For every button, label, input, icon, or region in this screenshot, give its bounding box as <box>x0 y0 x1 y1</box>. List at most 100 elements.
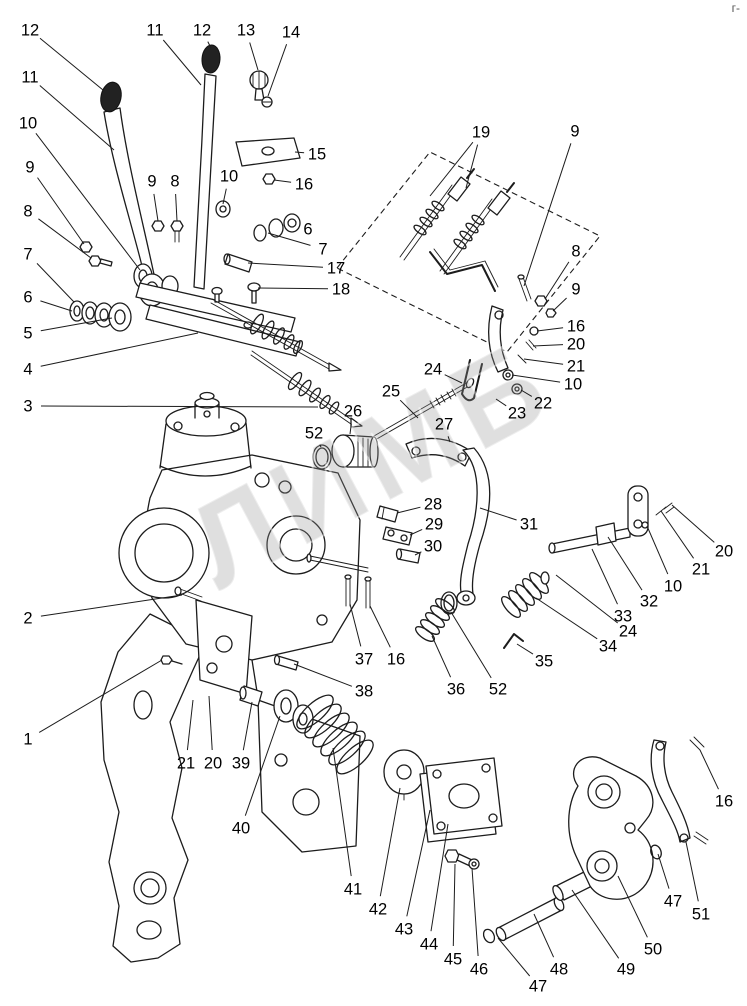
lever-knob <box>100 81 122 113</box>
small-pins <box>273 553 372 671</box>
leader-line <box>39 37 104 91</box>
nut <box>262 173 276 185</box>
callout-number: 46 <box>470 961 488 979</box>
leader-line <box>319 444 322 448</box>
leader-line <box>497 937 531 977</box>
bolt <box>160 655 173 665</box>
callout-number: 16 <box>295 176 313 194</box>
leader-line <box>293 663 353 687</box>
leader-line <box>40 405 319 408</box>
lever <box>650 739 691 843</box>
leader-line <box>249 42 259 71</box>
nut <box>79 241 93 253</box>
callout-number: 34 <box>599 638 617 656</box>
plate <box>145 304 301 357</box>
leader-line <box>465 144 479 189</box>
callout-number: 12 <box>21 22 39 40</box>
leader-line <box>450 611 492 679</box>
callout-number: 26 <box>344 403 362 421</box>
leader-line <box>379 787 401 897</box>
callout-number: 20 <box>567 336 585 354</box>
spring-pin <box>689 736 705 751</box>
callout-number: 50 <box>644 941 662 959</box>
callout-number: 43 <box>395 921 413 939</box>
callout-number: 9 <box>571 281 580 299</box>
washer <box>215 200 231 218</box>
washer <box>253 224 267 242</box>
washer <box>268 218 284 238</box>
corrector-shaft-assembly <box>548 485 675 554</box>
callout-number: 20 <box>715 543 733 561</box>
stop-plate-assembly <box>383 749 593 944</box>
leader-line <box>430 823 449 932</box>
washer <box>468 858 480 870</box>
callout-number: 5 <box>23 325 32 343</box>
callout-number: 10 <box>220 168 238 186</box>
callout-number: 51 <box>692 906 710 924</box>
pump-housing <box>100 391 361 963</box>
leader-line <box>409 528 423 536</box>
leader-line <box>242 701 253 751</box>
link-strap <box>488 305 509 373</box>
leader-line <box>349 423 352 435</box>
callout-number: 4 <box>23 361 32 379</box>
side-bracket <box>195 599 253 695</box>
leg-hole <box>133 871 167 905</box>
leader-line <box>38 218 92 259</box>
callout-number: 24 <box>424 361 442 379</box>
callout-number: 11 <box>21 69 38 87</box>
pin <box>641 521 649 529</box>
leader-line <box>495 398 507 407</box>
o-ring <box>482 928 496 944</box>
leader-line <box>162 39 202 86</box>
leader-line <box>429 141 474 197</box>
leader-line <box>207 41 212 49</box>
bracket <box>568 756 654 900</box>
callout-number: 38 <box>355 683 373 701</box>
callout-number: 31 <box>520 516 538 534</box>
screw <box>247 282 261 292</box>
control-cranks <box>405 437 491 606</box>
leader-line <box>646 525 669 575</box>
callout-number: 37 <box>355 651 373 669</box>
leader-line <box>444 374 463 384</box>
leader-line <box>607 536 643 591</box>
leader-line <box>36 263 75 303</box>
spacer <box>224 253 253 273</box>
leader-line <box>294 151 305 154</box>
leader-line <box>660 510 695 559</box>
leader-line <box>452 863 456 947</box>
detail-bracket <box>429 251 496 292</box>
leader-line <box>247 262 324 268</box>
callout-number: 29 <box>425 516 443 534</box>
callout-number: 16 <box>567 318 585 336</box>
callout-number: 16 <box>715 793 733 811</box>
callout-number: 10 <box>664 578 682 596</box>
plate <box>425 757 503 835</box>
leader-line <box>273 179 292 183</box>
callout-number: 49 <box>617 961 635 979</box>
callout-number: 45 <box>444 951 462 969</box>
callout-number: 8 <box>23 203 32 221</box>
callout-number: 6 <box>23 289 32 307</box>
callout-number: 3 <box>23 398 32 416</box>
control-levers <box>100 44 221 292</box>
leader-line <box>267 44 288 97</box>
callout-number: 35 <box>535 653 553 671</box>
leader-line <box>523 143 572 287</box>
o-ring <box>312 444 332 470</box>
leader-line <box>222 188 227 205</box>
leader-line <box>657 853 670 889</box>
right-linkage-parts <box>373 274 557 441</box>
callout-number: 52 <box>305 425 323 443</box>
callout-number: 33 <box>614 608 632 626</box>
callout-number: 8 <box>170 173 179 191</box>
callout-number: 42 <box>369 901 387 919</box>
bolt <box>170 220 184 232</box>
leader-line <box>267 232 311 246</box>
cap-bolt <box>230 422 240 432</box>
spring-seat <box>540 571 550 585</box>
leader-line <box>35 132 141 271</box>
